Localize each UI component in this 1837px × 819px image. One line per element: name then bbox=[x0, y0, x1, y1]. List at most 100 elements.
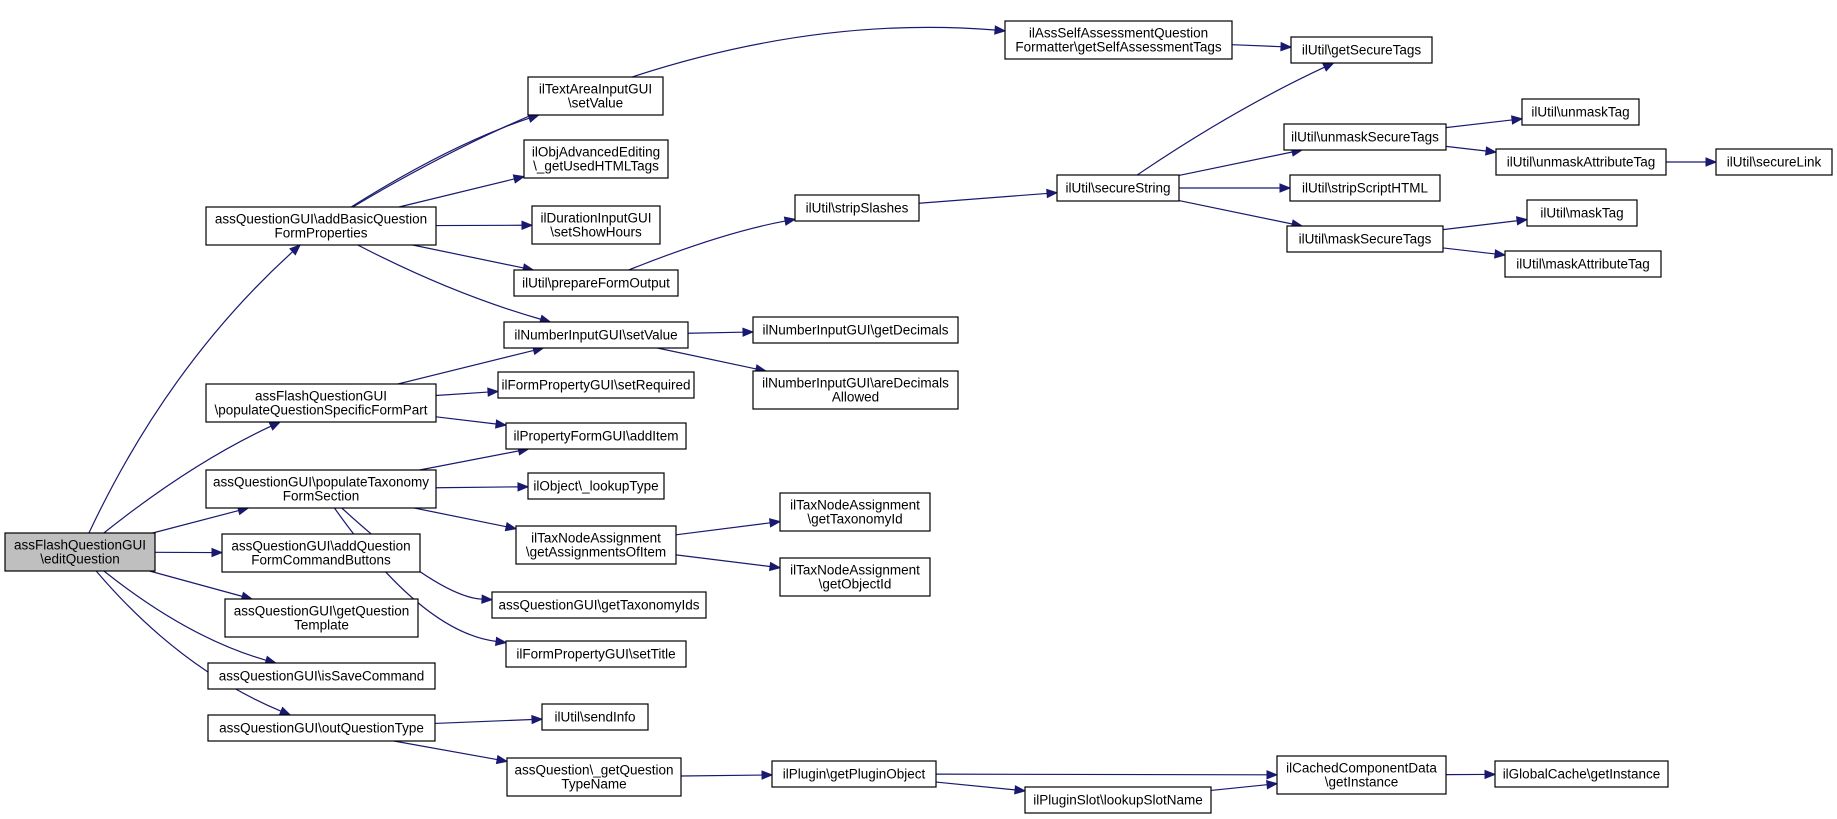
arrowhead bbox=[487, 387, 500, 397]
edge-populatespecific-to-additem bbox=[435, 416, 508, 429]
arrowhead bbox=[531, 714, 544, 725]
node-box bbox=[527, 76, 664, 116]
node-box bbox=[1494, 760, 1669, 788]
node-box bbox=[205, 206, 437, 246]
node-lookuptype[interactable]: ilObject\_lookupType bbox=[527, 472, 665, 500]
edge-addbasic-to-prepareformoutput bbox=[412, 244, 535, 273]
arrowhead bbox=[1279, 183, 1292, 193]
node-label-line: ilUtil\getSecureTags bbox=[1302, 43, 1422, 58]
node-addcommandbuttons[interactable]: assQuestionGUI\addQuestionFormCommandBut… bbox=[221, 533, 421, 573]
node-unmaskattributetag[interactable]: ilUtil\unmaskAttributeTag bbox=[1495, 148, 1667, 176]
node-setrequired[interactable]: ilFormPropertyGUI\setRequired bbox=[497, 371, 695, 399]
node-securestring[interactable]: ilUtil\secureString bbox=[1056, 174, 1180, 202]
arrowhead bbox=[1494, 249, 1507, 259]
node-label-line: ilObjAdvancedEditing bbox=[532, 145, 660, 160]
arrowhead bbox=[768, 561, 782, 572]
node-addbasic[interactable]: assQuestionGUI\addBasicQuestionFormPrope… bbox=[205, 206, 437, 246]
root-node-box bbox=[4, 532, 156, 572]
node-box bbox=[503, 321, 689, 349]
node-sendinfo[interactable]: ilUtil\sendInfo bbox=[541, 703, 649, 731]
node-box bbox=[771, 760, 937, 788]
edge-getpluginobject-to-lookupslotname bbox=[935, 781, 1027, 795]
edge-outtype-to-sendinfo bbox=[434, 714, 544, 725]
edge-line bbox=[1136, 66, 1325, 176]
node-lookupslotname[interactable]: ilPluginSlot\lookupSlotName bbox=[1024, 786, 1212, 814]
node-gettaxonomyid[interactable]: ilTaxNodeAssignment\getTaxonomyId bbox=[779, 492, 931, 532]
node-populatespecific[interactable]: assFlashQuestionGUI\populateQuestionSpec… bbox=[205, 383, 437, 423]
node-box bbox=[513, 269, 679, 297]
node-unmasktag[interactable]: ilUtil\unmaskTag bbox=[1521, 98, 1640, 126]
edge-line bbox=[918, 192, 1048, 204]
node-securelink[interactable]: ilUtil\secureLink bbox=[1715, 148, 1833, 176]
arrowhead bbox=[512, 174, 526, 184]
node-box bbox=[752, 370, 959, 410]
node-gettaxonomyids[interactable]: assQuestionGUI\getTaxonomyIds bbox=[491, 591, 707, 619]
node-getdecimals[interactable]: ilNumberInputGUI\getDecimals bbox=[752, 316, 959, 344]
node-masksecuretags[interactable]: ilUtil\maskSecureTags bbox=[1286, 225, 1444, 253]
node-label-line: ilUtil\unmaskAttributeTag bbox=[1507, 155, 1656, 170]
node-getsecuretags[interactable]: ilUtil\getSecureTags bbox=[1290, 36, 1433, 64]
node-assignmentsofitem[interactable]: ilTaxNodeAssignment\getAssignmentsOfItem bbox=[515, 525, 677, 565]
edge-root-to-populatetaxonomy bbox=[152, 506, 250, 534]
edge-cachedgetinstance-to-globalcachegetinstance bbox=[1445, 769, 1497, 780]
arrowhead bbox=[1322, 62, 1335, 72]
edge-line bbox=[95, 570, 282, 712]
node-getobjectid[interactable]: ilTaxNodeAssignment\getObjectId bbox=[779, 557, 931, 597]
node-issave[interactable]: assQuestionGUI\isSaveCommand bbox=[207, 662, 436, 690]
edge-line bbox=[357, 244, 541, 320]
node-label-line: \getObjectId bbox=[819, 577, 892, 592]
node-populatetaxonomy[interactable]: assQuestionGUI\populateTaxonomyFormSecti… bbox=[205, 469, 437, 509]
node-prepareformoutput[interactable]: ilUtil\prepareFormOutput bbox=[513, 269, 679, 297]
node-box bbox=[523, 139, 669, 179]
arrowhead bbox=[1046, 188, 1059, 199]
edge-line bbox=[103, 570, 267, 661]
edge-line bbox=[657, 347, 757, 370]
arrowhead bbox=[1485, 146, 1498, 156]
node-label-line: assQuestionGUI\isSaveCommand bbox=[219, 669, 425, 684]
arrowhead bbox=[742, 327, 755, 337]
node-label-line: TypeName bbox=[561, 777, 626, 792]
arrowhead bbox=[1266, 770, 1279, 780]
node-box bbox=[531, 205, 661, 245]
node-label-line: ilUtil\maskSecureTags bbox=[1299, 232, 1432, 247]
node-masktag[interactable]: ilUtil\maskTag bbox=[1526, 199, 1638, 227]
edge-populatetaxonomy-to-additem bbox=[419, 446, 530, 471]
node-label-line: assQuestion\_getQuestion bbox=[514, 763, 673, 778]
arrowhead bbox=[521, 220, 534, 231]
node-stripslashes[interactable]: ilUtil\stripSlashes bbox=[794, 194, 920, 222]
edge-numbersetvalue-to-aredecimalsallowed bbox=[657, 347, 768, 374]
edge-populatetaxonomy-to-gettaxonomyids bbox=[341, 507, 494, 604]
arrowhead bbox=[517, 482, 530, 492]
node-getpluginobject[interactable]: ilPlugin\getPluginObject bbox=[771, 760, 937, 788]
node-outtype[interactable]: assQuestionGUI\outQuestionType bbox=[207, 714, 436, 742]
edge-securestring-to-getsecuretags bbox=[1136, 62, 1335, 176]
node-globalcachegetinstance[interactable]: ilGlobalCache\getInstance bbox=[1494, 760, 1669, 788]
node-durationshowhours[interactable]: ilDurationInputGUI\setShowHours bbox=[531, 205, 661, 245]
edge-populatespecific-to-setrequired bbox=[435, 387, 500, 397]
node-stripscripthtml[interactable]: ilUtil\stripScriptHTML bbox=[1289, 174, 1441, 202]
edge-root-to-outtype bbox=[95, 570, 292, 716]
node-additem[interactable]: ilPropertyFormGUI\addItem bbox=[505, 422, 687, 450]
node-box bbox=[541, 703, 649, 731]
node-box bbox=[794, 194, 920, 222]
node-numbersetvalue[interactable]: ilNumberInputGUI\setValue bbox=[503, 321, 689, 349]
node-label-line: ilDurationInputGUI bbox=[540, 211, 651, 226]
node-textareasetvalue[interactable]: ilTextAreaInputGUI\setValue bbox=[527, 76, 664, 116]
node-cachedgetinstance[interactable]: ilCachedComponentData\getInstance bbox=[1276, 755, 1447, 795]
node-maskattributetag[interactable]: ilUtil\maskAttributeTag bbox=[1504, 250, 1662, 278]
edge-line bbox=[1445, 119, 1513, 129]
arrowhead bbox=[1266, 780, 1279, 790]
node-root[interactable]: assFlashQuestionGUI\editQuestion bbox=[4, 532, 156, 572]
arrowhead bbox=[1705, 157, 1718, 167]
node-unmasksecuretags[interactable]: ilUtil\unmaskSecureTags bbox=[1283, 123, 1447, 151]
node-box bbox=[1504, 250, 1662, 278]
node-selfassesstags[interactable]: ilAssSelfAssessmentQuestionFormatter\get… bbox=[1004, 20, 1233, 60]
node-settitle[interactable]: ilFormPropertyGUI\setTitle bbox=[505, 640, 687, 668]
edge-line bbox=[152, 509, 239, 534]
node-box bbox=[779, 492, 931, 532]
node-usedhtmltags[interactable]: ilObjAdvancedEditing\_getUsedHTMLTags bbox=[523, 139, 669, 179]
arrowhead bbox=[504, 521, 518, 532]
